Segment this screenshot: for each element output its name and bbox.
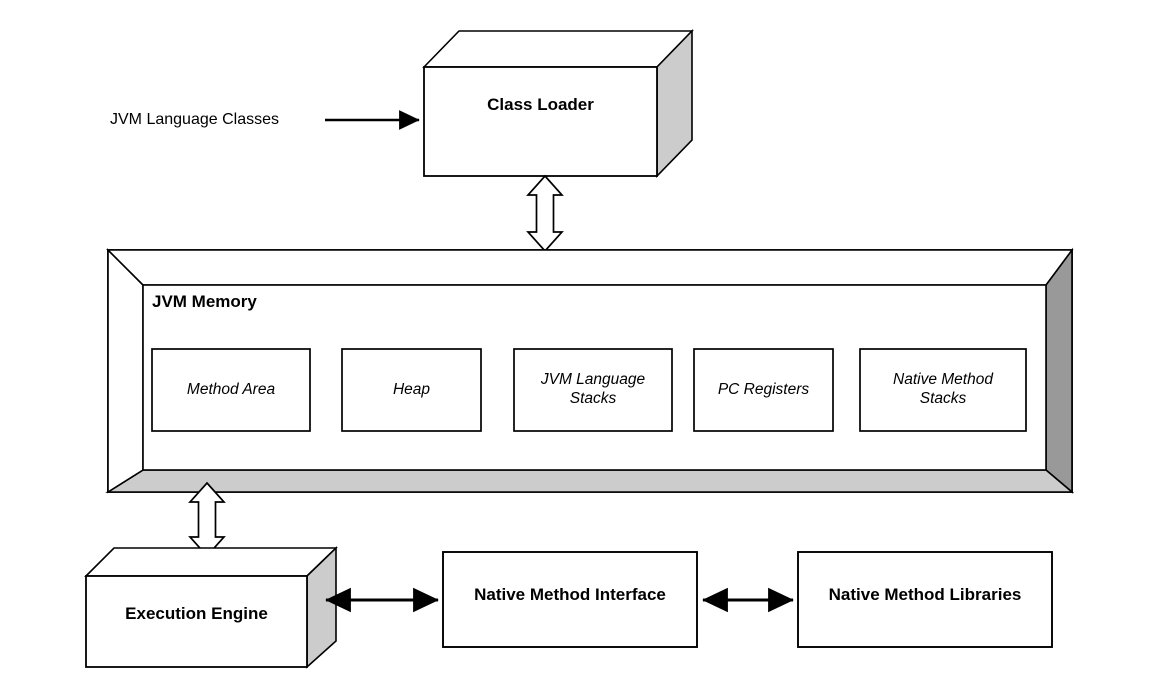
native-method-libraries-box xyxy=(797,551,1053,648)
region-box-heap xyxy=(341,348,482,432)
region-box-method-area xyxy=(151,348,311,432)
jvm-memory-right-bevel xyxy=(1045,247,1073,494)
class-loader-top-face xyxy=(422,30,694,68)
execution-engine-front-face xyxy=(85,575,308,668)
jvm-memory-bottom-shelf xyxy=(105,469,1075,493)
region-box-pc-registers xyxy=(693,348,834,432)
region-box-native-method-stacks xyxy=(859,348,1027,432)
execution-engine-top-face xyxy=(84,547,338,577)
jvm-memory-left-bevel xyxy=(107,248,144,494)
execution-engine-box xyxy=(84,546,338,669)
native-method-interface-box xyxy=(442,551,698,648)
class-loader-front-face xyxy=(423,66,658,177)
arrow-class-loader-to-jvm-memory xyxy=(526,174,564,253)
arrow-jvm-memory-to-execution-engine xyxy=(188,481,226,558)
jvm-memory-top-bevel xyxy=(106,249,1074,286)
region-box-jvm-language-stacks xyxy=(513,348,673,432)
class-loader-box xyxy=(422,29,694,178)
